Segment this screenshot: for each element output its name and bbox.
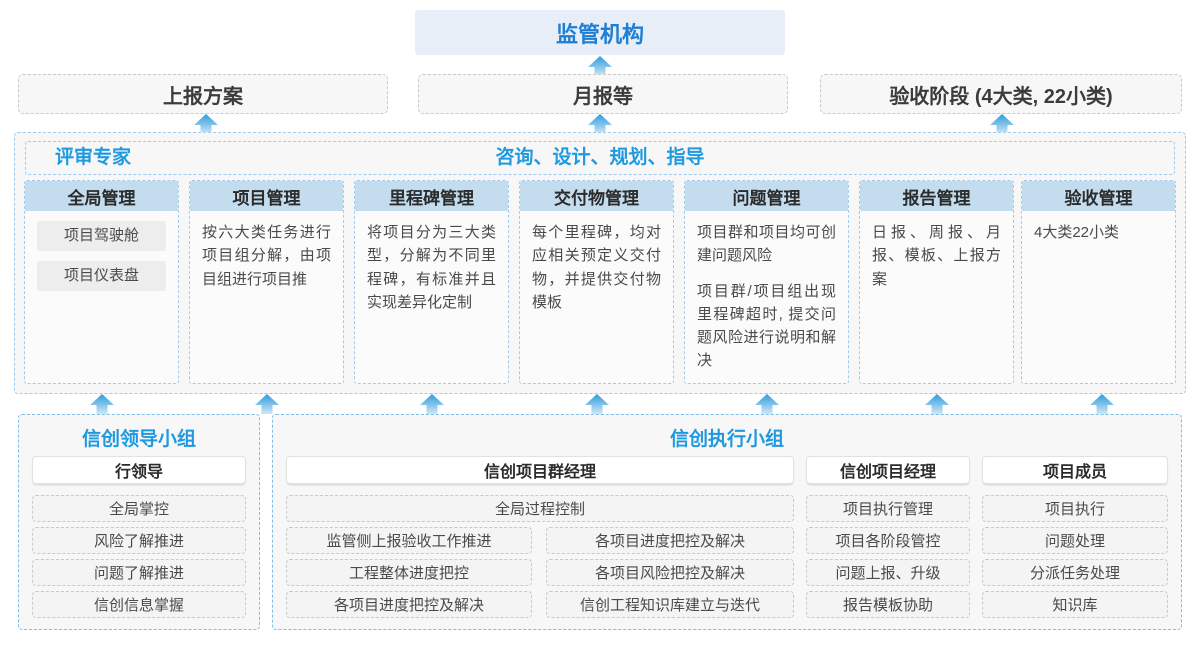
arrow-up-column-1 [90,394,114,419]
column-header: 里程碑管理 [355,181,508,211]
program-manager-item-full[interactable]: 全局过程控制 [286,495,794,522]
regulator-label: 监管机构 [555,21,644,47]
column-header: 项目管理 [190,181,343,211]
role-header-program-manager[interactable]: 信创项目群经理 [286,456,794,484]
member-item-3[interactable]: 分派任务处理 [982,559,1168,586]
arrow-up-column-4 [585,394,609,419]
consulting-panel-header [25,141,1175,175]
program-manager-right-item-3[interactable]: 信创工程知识库建立与迭代 [546,591,794,618]
regulator-box: 监管机构 [415,10,785,55]
leader-item-2[interactable]: 风险了解推进 [32,527,246,554]
project-manager-item-4[interactable]: 报告模板协助 [806,591,970,618]
program-manager-left-item-2[interactable]: 工程整体进度把控 [286,559,532,586]
column-header: 全局管理 [25,181,178,211]
arrow-up-to-regulator [588,56,612,81]
column-paragraph: 按六大类任务进行项目组分解，由项目组进行项目推 [202,224,331,288]
column-paragraph: 项目群和项目均可创建问题风险 [697,224,836,265]
review-expert-title: 评审专家 [55,147,132,168]
arrow-up-column-7 [1090,394,1114,419]
program-manager-left-item-1[interactable]: 监管侧上报验收工作推进 [286,527,532,554]
deliverable-label: 月报等 [573,85,633,108]
deliverable-label: 验收阶段 (4大类, 22小类) [889,85,1113,108]
column-paragraph: 4大类22小类 [1034,224,1120,241]
leader-group-title: 信创领导小组 [81,429,196,450]
management-column-report[interactable]: 报告管理 日报、周报、月报、模板、上报方案 [859,180,1014,384]
project-manager-item-2[interactable]: 项目各阶段管控 [806,527,970,554]
column-pill[interactable]: 项目仪表盘 [37,261,166,291]
role-header-project-manager[interactable]: 信创项目经理 [806,456,970,484]
column-paragraph: 项目群/项目组出现里程碑超时, 提交问题风险进行说明和解决 [697,282,836,370]
column-body: 将项目分为三大类型，分解为不同里程碑，有标准并且实现差异化定制 [355,211,508,322]
column-body: 按六大类任务进行项目组分解，由项目组进行项目推 [190,211,343,299]
column-header: 验收管理 [1022,181,1175,211]
program-manager-left-item-3[interactable]: 各项目进度把控及解决 [286,591,532,618]
column-body: 每个里程碑，均对应相关预定义交付物，并提供交付物模板 [520,211,673,322]
arrow-up-column-5 [755,394,779,419]
deliverable-box-acceptance: 验收阶段 (4大类, 22小类) [820,74,1182,114]
arrow-up-to-monthly-report [588,114,612,139]
leader-item-4[interactable]: 信创信息掌握 [32,591,246,618]
arrow-up-column-3 [420,394,444,419]
arrow-up-column-6 [925,394,949,419]
project-manager-item-1[interactable]: 项目执行管理 [806,495,970,522]
column-header: 报告管理 [860,181,1013,211]
arrow-up-to-acceptance [990,114,1014,139]
column-body: 项目驾驶舱 项目仪表盘 [25,211,178,309]
management-column-acceptance[interactable]: 验收管理 4大类22小类 [1021,180,1176,384]
column-paragraph: 日报、周报、月报、模板、上报方案 [872,224,1001,288]
consulting-services-title: 咨询、设计、规划、指导 [495,147,705,168]
leader-item-3[interactable]: 问题了解推进 [32,559,246,586]
column-paragraph: 每个里程碑，均对应相关预定义交付物，并提供交付物模板 [532,224,661,311]
management-column-issue[interactable]: 问题管理 项目群和项目均可创建问题风险 项目群/项目组出现里程碑超时, 提交问题… [684,180,849,384]
member-item-4[interactable]: 知识库 [982,591,1168,618]
program-manager-right-item-2[interactable]: 各项目风险把控及解决 [546,559,794,586]
column-header: 问题管理 [685,181,848,211]
exec-group-title: 信创执行小组 [669,429,784,450]
column-paragraph: 将项目分为三大类型，分解为不同里程碑，有标准并且实现差异化定制 [367,224,496,311]
column-body: 4大类22小类 [1022,211,1175,252]
arrow-up-column-2 [255,394,279,419]
column-body: 日报、周报、月报、模板、上报方案 [860,211,1013,299]
arrow-up-to-report-plan [194,114,218,139]
column-pill[interactable]: 项目驾驶舱 [37,221,166,251]
deliverable-label: 上报方案 [163,85,243,108]
member-item-2[interactable]: 问题处理 [982,527,1168,554]
management-column-global[interactable]: 全局管理 项目驾驶舱 项目仪表盘 [24,180,179,384]
column-body: 项目群和项目均可创建问题风险 项目群/项目组出现里程碑超时, 提交问题风险进行说… [685,211,848,381]
project-manager-item-3[interactable]: 问题上报、升级 [806,559,970,586]
column-header: 交付物管理 [520,181,673,211]
program-manager-right-item-1[interactable]: 各项目进度把控及解决 [546,527,794,554]
role-header-bank-leader[interactable]: 行领导 [32,456,246,484]
deliverable-box-monthly-report: 月报等 [418,74,788,114]
management-column-deliverable[interactable]: 交付物管理 每个里程碑，均对应相关预定义交付物，并提供交付物模板 [519,180,674,384]
leader-item-1[interactable]: 全局掌控 [32,495,246,522]
member-item-1[interactable]: 项目执行 [982,495,1168,522]
management-column-milestone[interactable]: 里程碑管理 将项目分为三大类型，分解为不同里程碑，有标准并且实现差异化定制 [354,180,509,384]
role-header-project-member[interactable]: 项目成员 [982,456,1168,484]
deliverable-box-report-plan: 上报方案 [18,74,388,114]
management-column-project[interactable]: 项目管理 按六大类任务进行项目组分解，由项目组进行项目推 [189,180,344,384]
